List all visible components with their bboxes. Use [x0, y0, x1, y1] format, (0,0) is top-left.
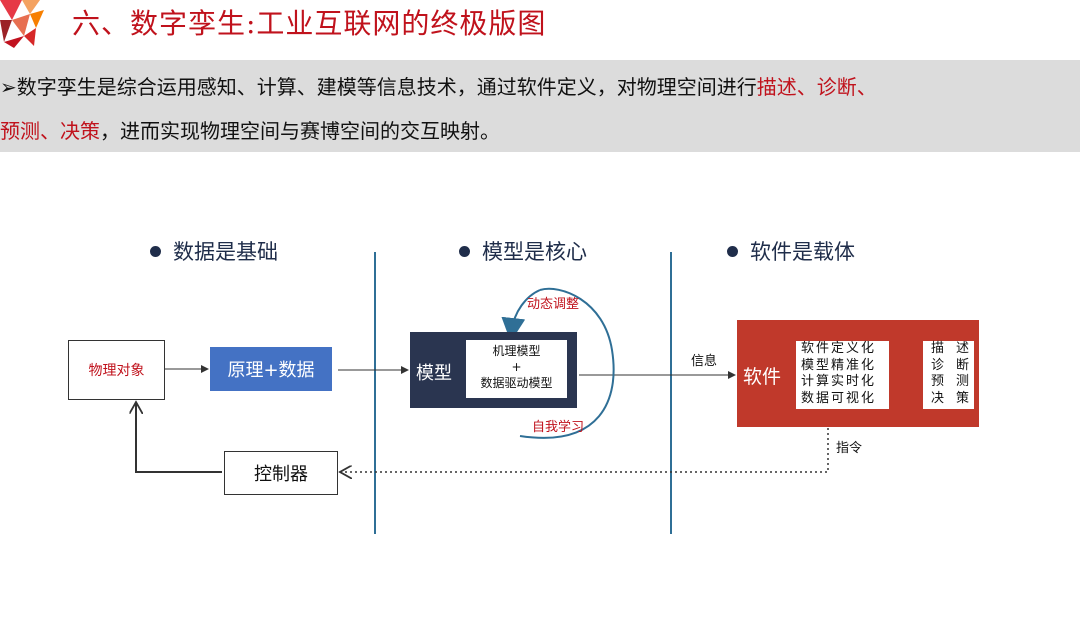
software-label: 软件	[743, 366, 782, 388]
model-inner-line: 数据驱动模型	[480, 376, 553, 390]
model-inner-line: 机理模型	[492, 344, 541, 358]
software-features-box: 软件定义化 模型精准化 计算实时化 数据可视化	[796, 341, 889, 409]
controller-box: 控制器	[224, 451, 338, 495]
divider-line	[670, 252, 672, 534]
command-label: 指令	[836, 441, 863, 456]
software-feature: 数据可视化	[801, 390, 877, 406]
self-learning-label: 自我学习	[532, 420, 585, 435]
intro-band: ➢数字孪生是综合运用感知、计算、建模等信息技术，通过软件定义，对物理空间进行描述…	[0, 60, 1080, 152]
dynamic-adjust-label: 动态调整	[527, 297, 580, 312]
section-label: 模型是核心	[482, 240, 587, 264]
logo	[0, 0, 44, 48]
intro-line-1: ➢数字孪生是综合运用感知、计算、建模等信息技术，通过软件定义，对物理空间进行描述…	[0, 71, 877, 100]
intro-text: ，进而实现物理空间与赛博空间的交互映射。	[100, 119, 500, 143]
software-outputs-box: 描述 诊断 预测 决策	[923, 341, 974, 409]
model-inner-box: 机理模型 + 数据驱动模型	[466, 340, 567, 398]
software-output: 决策	[931, 390, 982, 406]
page-title: 六、数字孪生:工业互联网的终极版图	[72, 7, 547, 40]
intro-highlight: 描述、诊断、	[756, 75, 877, 99]
feedback-loop	[501, 289, 541, 342]
software-feature: 计算实时化	[801, 374, 877, 389]
physical-object-box: 物理对象	[68, 340, 165, 400]
section-heading-model: 模型是核心	[459, 236, 587, 266]
section-label: 软件是载体	[750, 240, 855, 264]
feedback-loop	[519, 287, 615, 439]
principle-data-box: 原理+数据	[210, 347, 332, 391]
software-output: 描述	[931, 341, 982, 356]
divider-line	[374, 252, 376, 534]
bullet-icon	[459, 245, 470, 257]
software-feature: 软件定义化	[801, 341, 877, 356]
information-label: 信息	[691, 354, 718, 369]
intro-highlight: 预测、决策	[0, 119, 100, 143]
section-heading-data: 数据是基础	[150, 236, 278, 266]
software-box: 软件 软件定义化 模型精准化 计算实时化 数据可视化 描述 诊断 预测 决策	[737, 320, 979, 427]
model-box: 模型 机理模型 + 数据驱动模型	[410, 332, 577, 408]
model-label: 模型	[416, 363, 452, 384]
intro-text: ➢数字孪生是综合运用感知、计算、建模等信息技术，通过软件定义，对物理空间进行	[0, 75, 757, 99]
intro-line-2: 预测、决策，进而实现物理空间与赛博空间的交互映射。	[0, 115, 500, 144]
software-feature: 模型精准化	[801, 357, 877, 373]
section-label: 数据是基础	[173, 240, 278, 264]
section-heading-software: 软件是载体	[727, 236, 855, 266]
software-output: 诊断	[931, 357, 982, 373]
software-output: 预测	[931, 374, 982, 389]
bullet-icon	[150, 245, 161, 257]
model-inner-line: +	[511, 360, 522, 374]
arrow	[135, 402, 222, 473]
bullet-icon	[727, 245, 738, 257]
